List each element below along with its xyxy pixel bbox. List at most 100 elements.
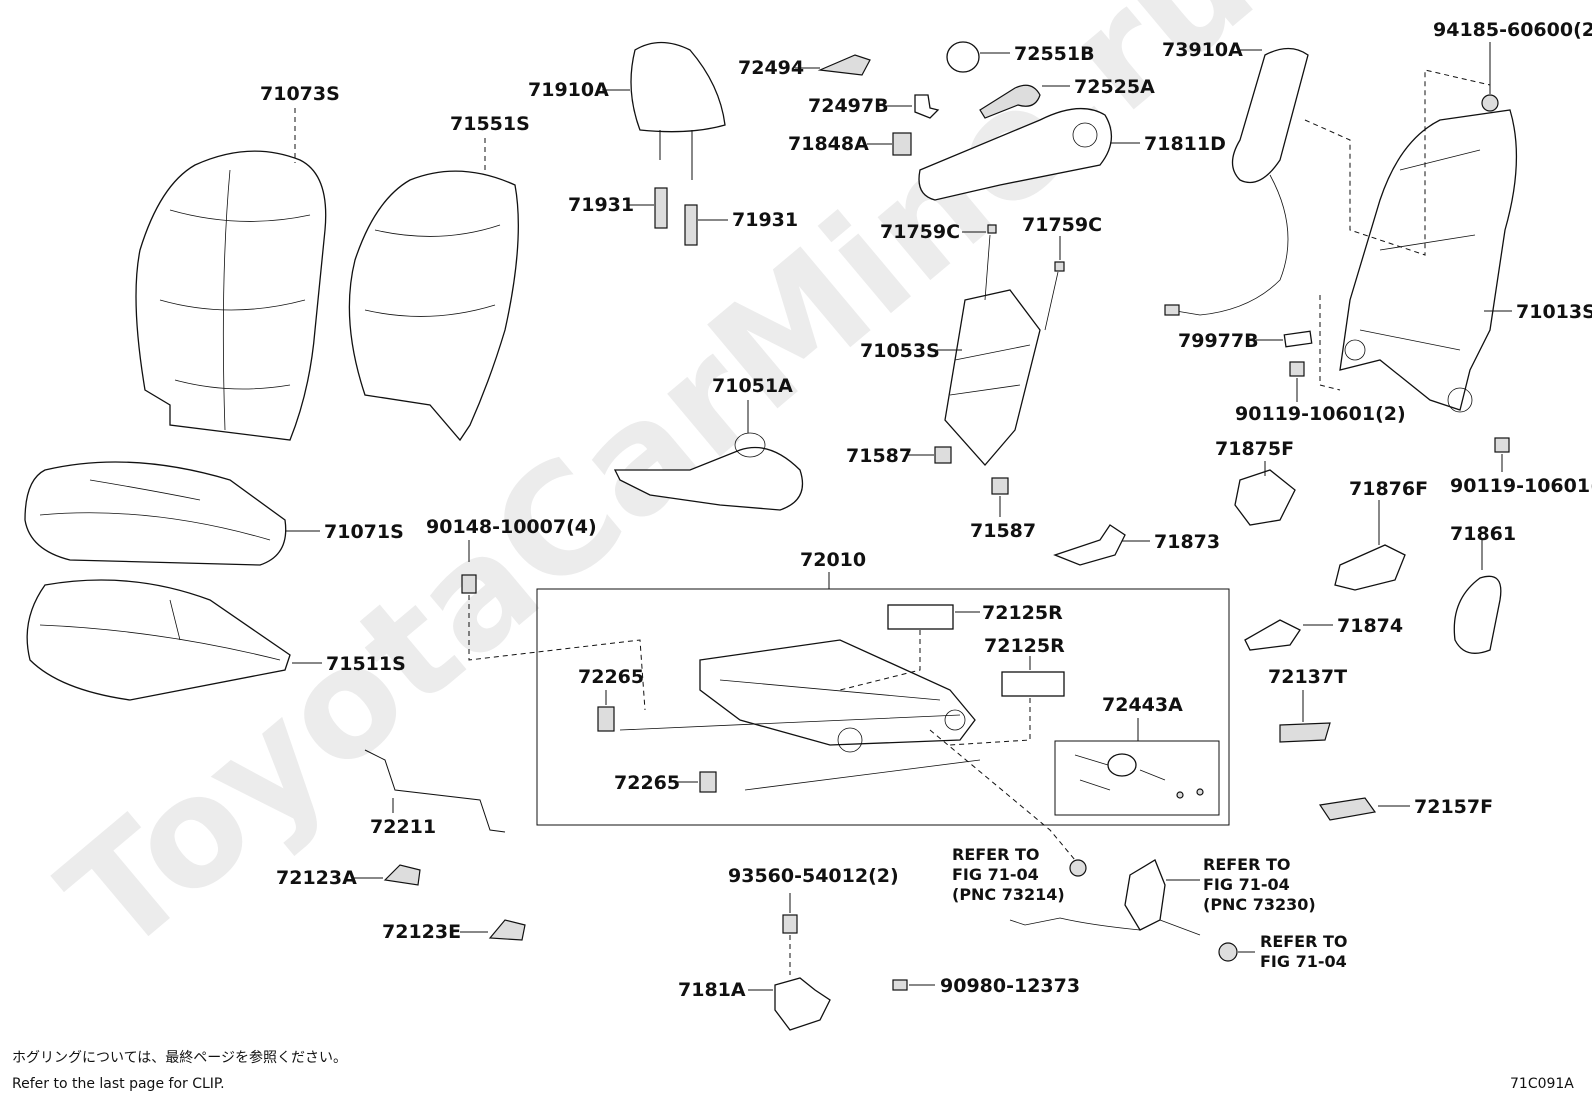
- label-71587-upper: 71587: [846, 445, 912, 467]
- part-72494[interactable]: 72494: [738, 54, 871, 79]
- svg-text:(PNC 73214): (PNC 73214): [952, 885, 1065, 904]
- label-71759C-right: 71759C: [1022, 214, 1102, 236]
- label-71511S: 71511S: [326, 653, 406, 675]
- part-71875F[interactable]: 71875F: [1215, 438, 1296, 526]
- bolt-dashed-guide: [468, 595, 646, 711]
- label-90119-upper: 90119-10601(2): [1235, 403, 1406, 425]
- label-73910A: 73910A: [1162, 39, 1243, 61]
- label-72525A: 72525A: [1074, 76, 1155, 98]
- label-71073S: 71073S: [260, 83, 340, 105]
- part-71071S-cushion-cover[interactable]: 71071S: [24, 461, 404, 566]
- part-71073S-seatback-cover[interactable]: 71073S: [135, 83, 340, 441]
- label-72443A: 72443A: [1102, 694, 1183, 716]
- label-71861: 71861: [1450, 523, 1516, 545]
- part-72137T[interactable]: 72137T: [1268, 666, 1347, 743]
- part-seat-buckle[interactable]: [1009, 859, 1201, 936]
- frame-dashed-guide-lower: [1319, 295, 1341, 391]
- part-buckle-nut[interactable]: [1069, 859, 1087, 877]
- label-72125R-lower: 72125R: [984, 635, 1065, 657]
- label-71875F: 71875F: [1215, 438, 1294, 460]
- part-72125R-upper[interactable]: 72125R: [839, 602, 1063, 691]
- label-72010: 72010: [800, 549, 866, 571]
- svg-text:(PNC 73230): (PNC 73230): [1203, 895, 1316, 914]
- part-72443A-adjuster[interactable]: 72443A: [1054, 694, 1220, 816]
- label-71876F: 71876F: [1349, 478, 1428, 500]
- clip-note-english: Refer to the last page for CLIP.: [12, 1076, 225, 1092]
- label-71910A: 71910A: [528, 79, 609, 101]
- frame-dashed-guide: [1304, 69, 1491, 256]
- label-72123E: 72123E: [382, 921, 461, 943]
- label-72137T: 72137T: [1268, 666, 1347, 688]
- label-72125R-upper: 72125R: [982, 602, 1063, 624]
- label-71848A: 71848A: [788, 133, 869, 155]
- part-71873[interactable]: 71873: [1053, 524, 1220, 566]
- part-72265-lower[interactable]: 72265: [614, 771, 717, 794]
- refer-to-fig-73230[interactable]: REFER TO FIG 71-04 (PNC 73230): [1166, 855, 1316, 914]
- part-71013S-seatback-frame[interactable]: 71013S: [1339, 109, 1592, 413]
- part-71587-lower[interactable]: 71587: [970, 477, 1036, 542]
- part-90119-10601-bolt-upper[interactable]: 90119-10601(2): [1235, 361, 1406, 425]
- part-71876F[interactable]: 71876F: [1334, 478, 1428, 591]
- refer-to-fig-71-04[interactable]: REFER TO FIG 71-04: [1260, 932, 1348, 971]
- part-90148-10007-bolt[interactable]: 90148-10007(4): [426, 516, 597, 594]
- label-90148: 90148-10007(4): [426, 516, 597, 538]
- part-71811D-side-shield[interactable]: 71811D: [918, 107, 1226, 201]
- part-71051A-frame-wire[interactable]: 71051A: [613, 375, 804, 511]
- part-71931-guide-left[interactable]: 71931: [568, 187, 668, 229]
- part-73910A-side-airbag[interactable]: 73910A: [1162, 39, 1309, 316]
- part-71931-guide-right[interactable]: 71931: [684, 204, 798, 246]
- part-94185-60600-nut[interactable]: 94185-60600(2): [1433, 19, 1592, 112]
- part-71848A[interactable]: 71848A: [788, 132, 912, 156]
- part-72123E[interactable]: 72123E: [382, 919, 526, 943]
- part-71910A-headrest[interactable]: 71910A: [528, 41, 726, 181]
- part-72157F[interactable]: 72157F: [1318, 796, 1493, 821]
- part-79977B-label[interactable]: 79977B: [1178, 330, 1313, 352]
- refer-to-fig-73214[interactable]: REFER TO FIG 71-04 (PNC 73214): [952, 845, 1065, 904]
- part-71759C-clip-left[interactable]: 71759C: [880, 221, 997, 243]
- part-72123A[interactable]: 72123A: [276, 864, 421, 889]
- label-71051A: 71051A: [712, 375, 793, 397]
- label-93560: 93560-54012(2): [728, 865, 899, 887]
- label-72265-lower: 72265: [614, 772, 680, 794]
- part-anchor-nut[interactable]: [1218, 942, 1255, 962]
- part-71874[interactable]: 71874: [1244, 615, 1403, 651]
- label-71931-left: 71931: [568, 194, 634, 216]
- part-71511S-cushion-pad[interactable]: 71511S: [26, 579, 406, 701]
- label-71874: 71874: [1337, 615, 1403, 637]
- label-71587-lower: 71587: [970, 520, 1036, 542]
- part-90119-10601-bolt-lower[interactable]: 90119-10601(2): [1450, 437, 1592, 497]
- part-93560-54012-bolt[interactable]: 93560-54012(2): [728, 865, 899, 975]
- part-71759C-clip-right[interactable]: 71759C: [1022, 214, 1102, 272]
- part-71861-cover[interactable]: 71861: [1450, 523, 1516, 654]
- svg-text:REFER TO: REFER TO: [952, 845, 1040, 864]
- label-72123A: 72123A: [276, 867, 357, 889]
- label-94185-60600: 94185-60600(2): [1433, 19, 1592, 41]
- group-72010-seat-track[interactable]: 72010: [536, 549, 1230, 826]
- part-72265-upper[interactable]: 72265: [578, 666, 644, 732]
- part-72497B[interactable]: 72497B: [808, 94, 940, 119]
- part-72125R-lower[interactable]: 72125R: [949, 635, 1065, 746]
- part-71551S-seatback-pad[interactable]: 71551S: [348, 113, 530, 442]
- label-72157F: 72157F: [1414, 796, 1493, 818]
- label-7181A: 7181A: [678, 979, 746, 1001]
- label-71811D: 71811D: [1144, 133, 1226, 155]
- label-90119-lower: 90119-10601(2): [1450, 475, 1592, 497]
- part-7181A[interactable]: 7181A: [678, 977, 831, 1031]
- label-90980: 90980-12373: [940, 975, 1080, 997]
- part-71053S-lumbar-support[interactable]: 71053S: [860, 234, 1059, 466]
- label-71071S: 71071S: [324, 521, 404, 543]
- svg-text:REFER TO: REFER TO: [1203, 855, 1291, 874]
- part-71587-upper[interactable]: 71587: [846, 445, 952, 467]
- label-71931-right: 71931: [732, 209, 798, 231]
- part-72211-rod[interactable]: 72211: [364, 749, 506, 838]
- label-71551S: 71551S: [450, 113, 530, 135]
- svg-text:FIG 71-04: FIG 71-04: [1260, 952, 1347, 971]
- part-72551B-knob[interactable]: 72551B: [946, 41, 1095, 73]
- label-72497B: 72497B: [808, 95, 889, 117]
- part-72525A-lever[interactable]: 72525A: [979, 76, 1155, 119]
- part-90980-12373-connector[interactable]: 90980-12373: [892, 975, 1080, 997]
- label-72211: 72211: [370, 816, 436, 838]
- label-71759C-left: 71759C: [880, 221, 960, 243]
- clip-note-japanese: ホグリングについては、最終ページを参照ください。: [12, 1049, 347, 1066]
